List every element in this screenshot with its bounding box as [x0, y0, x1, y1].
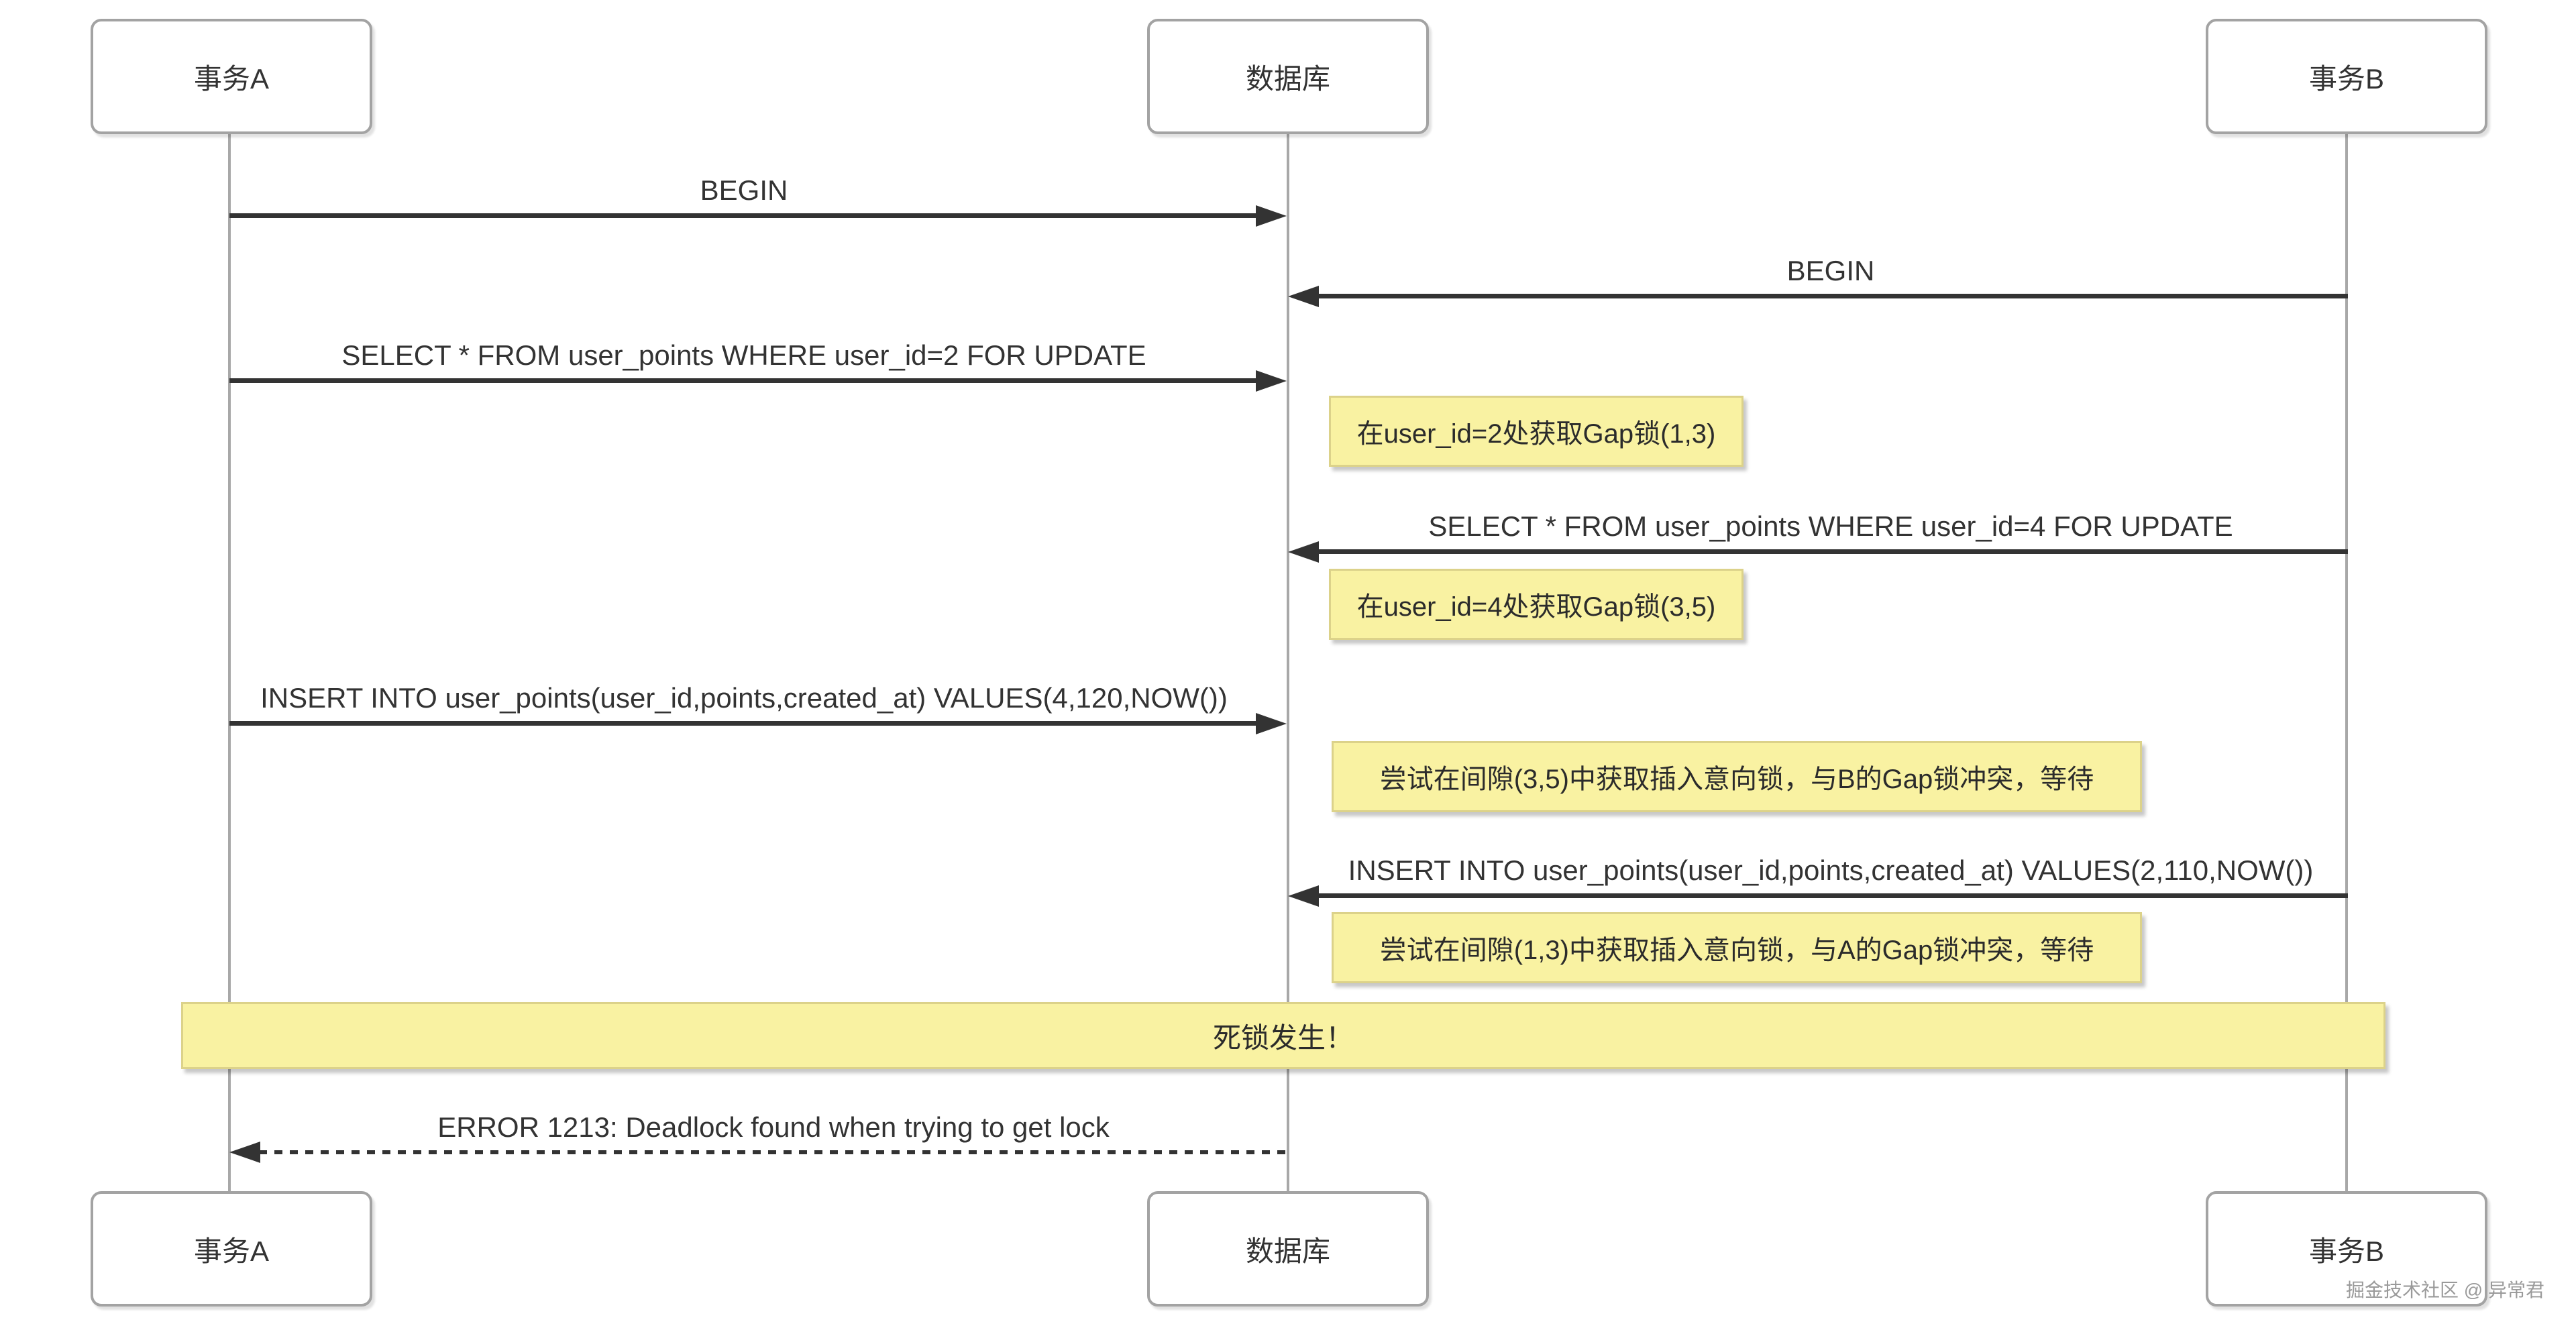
actor-label-txn-a: 事务A — [193, 1235, 269, 1267]
actor-label-txn-b: 事务B — [2308, 1235, 2384, 1267]
arrowhead-left-icon — [1288, 885, 1319, 907]
actor-label-database: 数据库 — [1245, 1235, 1330, 1267]
arrowhead-left-icon — [1288, 541, 1319, 563]
actor-label-txn-a: 事务A — [193, 62, 269, 95]
actor-box-txn-a-bottom: 事务A — [91, 1191, 372, 1307]
note-text: 尝试在间隙(3,5)中获取插入意向锁，与B的Gap锁冲突，等待 — [1379, 765, 2094, 794]
message-label: SELECT * FROM user_points WHERE user_id=… — [1428, 510, 2233, 542]
note-gap-lock-3-5: 在user_id=4处获取Gap锁(3,5) — [1329, 569, 1743, 640]
message-line — [1316, 893, 2348, 898]
message-line — [229, 721, 1258, 726]
message-label: ERROR 1213: Deadlock found when trying t… — [437, 1111, 1110, 1143]
actor-box-database-top: 数据库 — [1147, 19, 1429, 134]
actor-label-database: 数据库 — [1245, 62, 1330, 95]
actor-box-txn-b-top: 事务B — [2206, 19, 2487, 134]
note-deadlock-banner: 死锁发生！ — [181, 1002, 2385, 1069]
actor-box-txn-a-top: 事务A — [91, 19, 372, 134]
note-intent-lock-wait-a: 尝试在间隙(1,3)中获取插入意向锁，与A的Gap锁冲突，等待 — [1332, 912, 2142, 983]
arrowhead-left-icon — [229, 1142, 260, 1163]
arrowhead-left-icon — [1288, 286, 1319, 307]
watermark: 掘金技术社区 @ 异常君 — [2346, 1280, 2544, 1300]
message-label: BEGIN — [700, 174, 788, 206]
message-line — [229, 378, 1258, 383]
message-label: BEGIN — [1786, 255, 1875, 286]
actor-box-txn-b-bottom: 事务B — [2206, 1191, 2487, 1307]
message-line — [229, 213, 1258, 218]
message-line — [1316, 294, 2348, 298]
note-text: 在user_id=2处获取Gap锁(1,3) — [1356, 419, 1716, 449]
message-label: INSERT INTO user_points(user_id,points,c… — [1348, 854, 2314, 886]
message-label: SELECT * FROM user_points WHERE user_id=… — [341, 339, 1146, 371]
actor-box-database-bottom: 数据库 — [1147, 1191, 1429, 1307]
note-gap-lock-1-3: 在user_id=2处获取Gap锁(1,3) — [1329, 396, 1743, 467]
note-text: 在user_id=4处获取Gap锁(3,5) — [1356, 592, 1716, 622]
arrowhead-right-icon — [1256, 713, 1287, 734]
lifeline-txn-a — [228, 134, 231, 1191]
actor-label-txn-b: 事务B — [2308, 62, 2384, 95]
message-line — [1316, 549, 2348, 554]
arrowhead-right-icon — [1256, 205, 1287, 227]
message-line-dashed — [259, 1150, 1288, 1154]
lifeline-database — [1287, 134, 1289, 1191]
arrowhead-right-icon — [1256, 370, 1287, 392]
message-label: INSERT INTO user_points(user_id,points,c… — [260, 682, 1228, 714]
note-text: 尝试在间隙(1,3)中获取插入意向锁，与A的Gap锁冲突，等待 — [1379, 936, 2094, 965]
note-intent-lock-wait-b: 尝试在间隙(3,5)中获取插入意向锁，与B的Gap锁冲突，等待 — [1332, 741, 2142, 812]
note-text: 死锁发生！ — [1212, 1021, 1354, 1054]
lifeline-txn-b — [2345, 134, 2348, 1191]
